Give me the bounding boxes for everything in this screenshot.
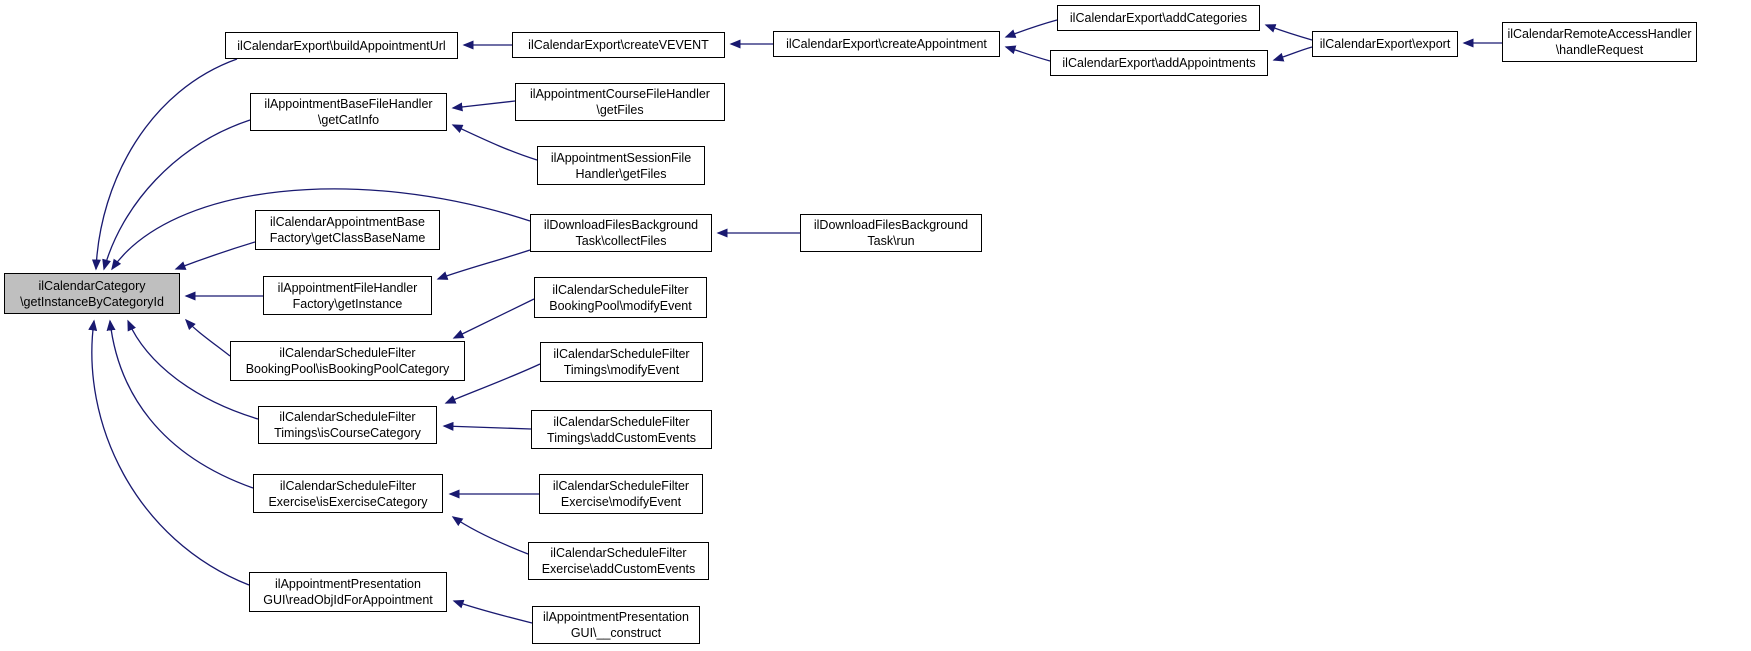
node-ilCalendarRemoteAccessHandler-handleRequest[interactable]: ilCalendarRemoteAccessHandler \handleReq… [1502, 22, 1697, 62]
node-ilCalendarScheduleFilterBookingPool-isBookingPoolCategory[interactable]: ilCalendarScheduleFilter BookingPool\isB… [230, 341, 465, 381]
node-ilCalendarExport-addCategories[interactable]: ilCalendarExport\addCategories [1057, 5, 1260, 31]
edge-collectFiles-main [111, 188, 531, 271]
node-label: ilAppointmentFileHandler [277, 280, 418, 295]
node-label: ilCalendarRemoteAccessHandler [1507, 27, 1692, 41]
node-label: ilAppointmentPresentation [275, 577, 421, 591]
node-label: ilCalendarScheduleFilter [550, 546, 687, 560]
node-ilCalendarScheduleFilterTimings-addCustomEvents[interactable]: ilCalendarScheduleFilter Timings\addCust… [531, 410, 712, 449]
node-ilCalendarCategory-getInstanceByCategoryId: ilCalendarCategory \getInstanceByCategor… [4, 273, 180, 314]
node-label: ilAppointmentSessionFile [550, 150, 692, 165]
node-ilAppointmentBaseFileHandler-getCatInfo[interactable]: ilAppointmentBaseFileHandler \getCatInfo [250, 93, 447, 131]
node-label: Factory\getClassBaseName [269, 231, 426, 245]
node-label: ilCalendarExport\addAppointments [1062, 56, 1256, 70]
edge-collectFiles-getInstance [436, 249, 531, 280]
node-label: ilCalendarScheduleFilter [279, 410, 416, 424]
node-label: ilCalendarScheduleFilter [552, 282, 689, 297]
edge-export-addAppointments [1272, 46, 1313, 62]
edge-exerciseAddCustomEvents-isExerciseCategory [451, 516, 529, 555]
node-ilAppointmentPresentationGUI-readObjIdForAppointment[interactable]: ilAppointmentPresentation GUI\readObjIdF… [249, 572, 447, 612]
node-label: ilCalendarCategory [38, 278, 146, 293]
node-ilCalendarScheduleFilterExercise-isExerciseCategory[interactable]: ilCalendarScheduleFilter Exercise\isExer… [253, 474, 443, 513]
node-label: ilCalendarExport\createVEVENT [528, 38, 709, 52]
node-ilAppointmentPresentationGUI-construct[interactable]: ilAppointmentPresentation GUI\__construc… [532, 606, 700, 644]
edge-isExerciseCategory-main [106, 319, 254, 489]
node-label: Factory\getInstance [292, 296, 403, 311]
edge-isBookingPoolCategory-main [184, 318, 231, 357]
node-label: Timings\modifyEvent [563, 363, 680, 377]
node-label: Exercise\addCustomEvents [541, 562, 696, 576]
node-ilCalendarScheduleFilterTimings-modifyEvent[interactable]: ilCalendarScheduleFilter Timings\modifyE… [540, 342, 703, 382]
edge-timingsModifyEvent-isCourseCategory [444, 363, 541, 404]
node-label: BookingPool\modifyEvent [549, 298, 692, 313]
node-ilAppointmentSessionFileHandler-getFiles[interactable]: ilAppointmentSessionFile Handler\getFile… [537, 146, 705, 185]
node-label: Task\collectFiles [575, 234, 667, 248]
node-ilAppointmentCourseFileHandler-getFiles[interactable]: ilAppointmentCourseFileHandler \getFiles [515, 83, 725, 121]
edge-buildAppointmentUrl-main [91, 58, 238, 271]
node-ilCalendarExport-buildAppointmentUrl[interactable]: ilCalendarExport\buildAppointmentUrl [225, 32, 458, 59]
node-label: \getFiles [596, 103, 644, 117]
node-ilCalendarExport-createVEVENT[interactable]: ilCalendarExport\createVEVENT [512, 32, 725, 58]
edge-guiConstruct-readObjIdForAppointment [452, 599, 533, 624]
node-label: ilCalendarScheduleFilter [552, 479, 690, 493]
node-ilAppointmentFileHandlerFactory-getInstance[interactable]: ilAppointmentFileHandler Factory\getInst… [263, 276, 432, 315]
node-label: ilCalendarScheduleFilter [279, 346, 416, 360]
node-label: ilCalendarScheduleFilter [553, 347, 690, 361]
edge-export-addCategories [1264, 24, 1313, 41]
node-label: ilDownloadFilesBackground [813, 218, 969, 232]
edge-sessionGetFiles-getCatInfo [451, 124, 538, 161]
node-ilDownloadFilesBackgroundTask-run[interactable]: ilDownloadFilesBackground Task\run [800, 214, 982, 252]
node-ilCalendarScheduleFilterExercise-modifyEvent[interactable]: ilCalendarScheduleFilter Exercise\modify… [539, 474, 703, 514]
node-ilCalendarAppointmentBaseFactory-getClassBaseName[interactable]: ilCalendarAppointmentBase Factory\getCla… [255, 210, 440, 250]
node-label: ilCalendarExport\export [1319, 37, 1451, 51]
node-label: BookingPool\isBookingPoolCategory [245, 362, 450, 376]
node-label: ilAppointmentBaseFileHandler [264, 97, 433, 111]
node-label: ilAppointmentCourseFileHandler [530, 87, 710, 101]
edge-bpModifyEvent-isBookingPoolCategory [452, 298, 535, 339]
node-label: ilCalendarAppointmentBase [270, 215, 425, 229]
node-label: Handler\getFiles [575, 166, 667, 181]
node-label: ilCalendarScheduleFilter [279, 478, 417, 493]
edge-addAppointments-createAppointment [1004, 45, 1051, 62]
edge-isCourseCategory-main [127, 319, 259, 420]
edge-readObjIdForAppointment-main [88, 319, 250, 586]
node-label: ilCalendarExport\createAppointment [786, 37, 987, 51]
node-label: Task\run [867, 234, 915, 248]
node-ilCalendarScheduleFilterTimings-isCourseCategory[interactable]: ilCalendarScheduleFilter Timings\isCours… [258, 406, 437, 444]
node-label: Timings\addCustomEvents [547, 430, 696, 445]
edge-courseGetFiles-getCatInfo [451, 100, 516, 112]
edge-getClassBaseName-main [174, 241, 256, 270]
node-label: ilCalendarExport\buildAppointmentUrl [237, 38, 446, 53]
node-label: ilAppointmentPresentation [543, 610, 689, 624]
node-label: \getInstanceByCategoryId [20, 294, 164, 309]
node-ilCalendarExport-export[interactable]: ilCalendarExport\export [1312, 31, 1458, 57]
node-label: ilCalendarScheduleFilter [553, 414, 690, 429]
node-label: GUI\readObjIdForAppointment [263, 593, 433, 607]
node-label: ilDownloadFilesBackground [543, 218, 699, 232]
edge-getCatInfo-main [102, 119, 251, 271]
edge-addCategories-createAppointment [1004, 19, 1058, 38]
node-label: \handleRequest [1555, 43, 1644, 57]
node-ilCalendarExport-addAppointments[interactable]: ilCalendarExport\addAppointments [1050, 50, 1268, 76]
node-ilCalendarScheduleFilterExercise-addCustomEvents[interactable]: ilCalendarScheduleFilter Exercise\addCus… [528, 542, 709, 580]
node-label: Exercise\isExerciseCategory [268, 494, 428, 509]
node-label: ilCalendarExport\addCategories [1069, 11, 1248, 25]
node-ilDownloadFilesBackgroundTask-collectFiles[interactable]: ilDownloadFilesBackground Task\collectFi… [530, 214, 712, 252]
node-label: Exercise\modifyEvent [560, 495, 682, 509]
node-label: GUI\__construct [570, 626, 662, 640]
node-ilCalendarExport-createAppointment[interactable]: ilCalendarExport\createAppointment [773, 31, 1000, 57]
node-ilCalendarScheduleFilterBookingPool-modifyEvent[interactable]: ilCalendarScheduleFilter BookingPool\mod… [534, 277, 707, 318]
node-label: Timings\isCourseCategory [274, 426, 421, 440]
edge-timingsAddCustomEvents-isCourseCategory [442, 421, 532, 431]
node-label: \getCatInfo [317, 113, 380, 127]
